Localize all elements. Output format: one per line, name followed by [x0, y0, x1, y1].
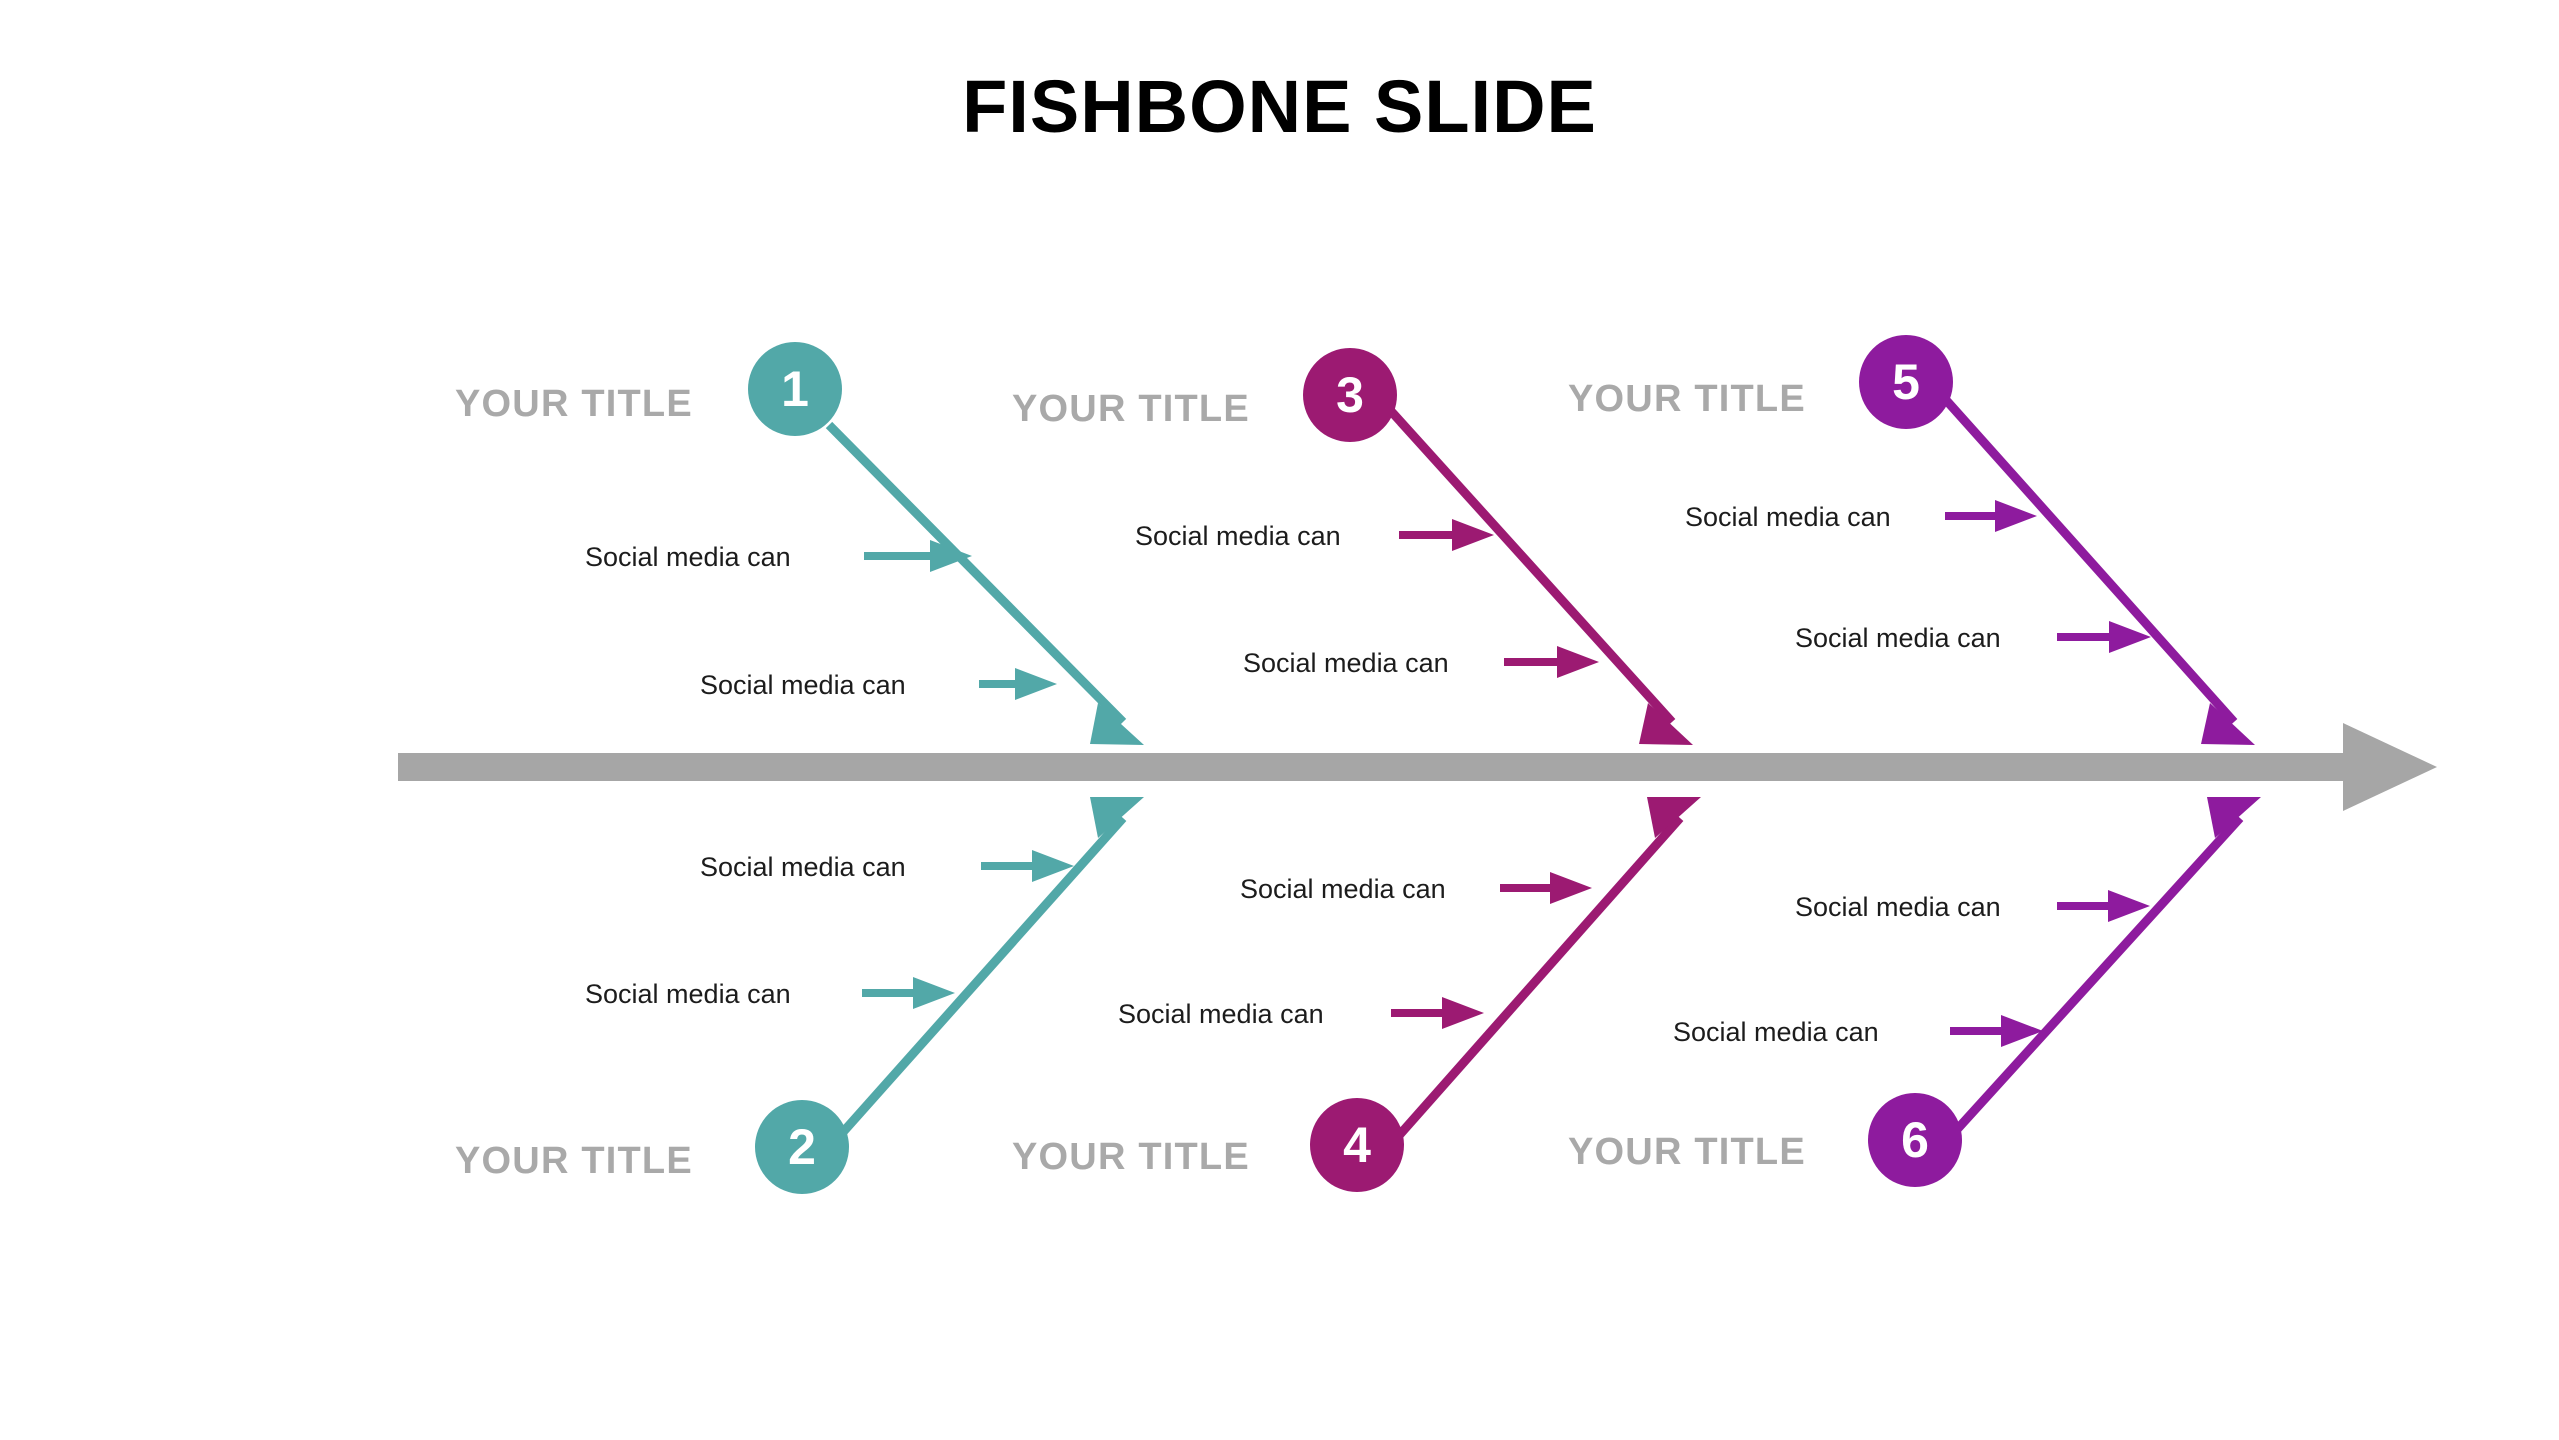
branch-bone-6 — [1948, 797, 2261, 1139]
branch-node-number-5: 5 — [1892, 354, 1920, 410]
cause-label-5a: Social media can — [1685, 502, 1891, 532]
branch-title-4: YOUR TITLE — [1012, 1136, 1250, 1178]
branch-node-number-3: 3 — [1336, 367, 1364, 423]
branch-bone-4 — [1391, 797, 1701, 1143]
branch-node-3[interactable]: 3 — [1303, 348, 1397, 442]
page-title: FISHBONE SLIDE — [962, 65, 1597, 148]
branch-title-5: YOUR TITLE — [1568, 378, 1806, 420]
branch-bone-1 — [825, 421, 1144, 745]
cause-label-6b: Social media can — [1673, 1017, 1879, 1047]
cause-label-4a: Social media can — [1240, 874, 1446, 904]
cause-label-4b: Social media can — [1118, 999, 1324, 1029]
branch-node-6[interactable]: 6 — [1868, 1093, 1962, 1187]
branch-title-6: YOUR TITLE — [1568, 1131, 1806, 1173]
cause-arrow-5b — [2057, 621, 2151, 653]
branch-title-1: YOUR TITLE — [455, 383, 693, 425]
cause-label-2b: Social media can — [585, 979, 791, 1009]
branch-bone-5 — [1942, 397, 2255, 745]
cause-arrow-2a — [981, 850, 1074, 882]
branch-node-number-2: 2 — [788, 1119, 816, 1175]
cause-label-3b: Social media can — [1243, 648, 1449, 678]
cause-arrow-6b — [1950, 1015, 2043, 1047]
cause-arrow-3b — [1504, 646, 1599, 678]
cause-arrow-1b — [979, 668, 1057, 700]
cause-label-5b: Social media can — [1795, 623, 2001, 653]
branch-node-number-1: 1 — [781, 361, 809, 417]
branch-node-4[interactable]: 4 — [1310, 1098, 1404, 1192]
branch-node-number-6: 6 — [1901, 1112, 1929, 1168]
cause-arrow-1a — [864, 540, 972, 572]
main-spine-arrow — [398, 723, 2437, 811]
cause-label-1b: Social media can — [700, 670, 906, 700]
branch-node-number-4: 4 — [1343, 1117, 1371, 1173]
cause-arrow-5a — [1945, 500, 2037, 532]
cause-label-6a: Social media can — [1795, 892, 2001, 922]
cause-arrow-3a — [1399, 519, 1494, 551]
cause-arrow-4b — [1391, 997, 1484, 1029]
branch-node-2[interactable]: 2 — [755, 1100, 849, 1194]
cause-label-1a: Social media can — [585, 542, 791, 572]
cause-arrow-2b — [862, 977, 955, 1009]
branch-title-3: YOUR TITLE — [1012, 388, 1250, 430]
branch-node-1[interactable]: 1 — [748, 342, 842, 436]
branch-bone-3 — [1386, 406, 1693, 745]
branch-node-5[interactable]: 5 — [1859, 335, 1953, 429]
cause-label-2a: Social media can — [700, 852, 906, 882]
cause-arrow-4a — [1500, 872, 1592, 904]
cause-label-3a: Social media can — [1135, 521, 1341, 551]
cause-arrow-6a — [2057, 890, 2150, 922]
branch-bone-2 — [832, 797, 1144, 1143]
branch-title-2: YOUR TITLE — [455, 1140, 693, 1182]
